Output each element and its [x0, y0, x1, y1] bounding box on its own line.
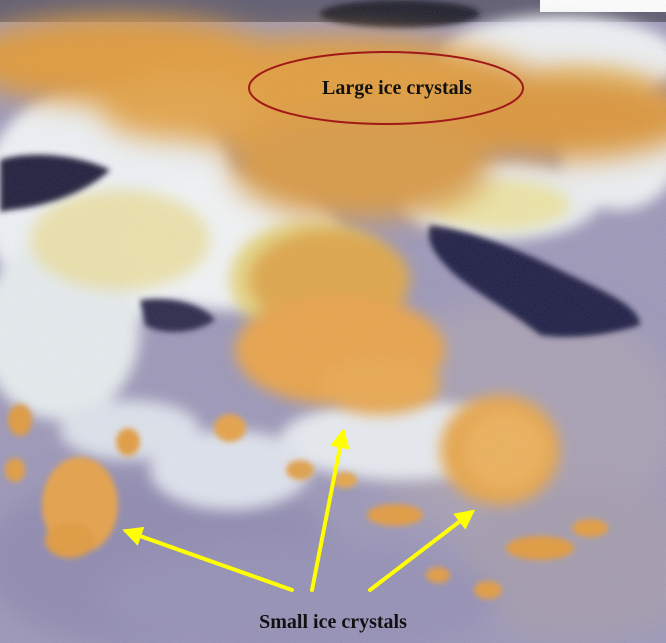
arrow-to-center-plume: [310, 428, 350, 592]
small-ice-crystals-label: Small ice crystals: [259, 611, 407, 633]
small-ice-crystal-arrows: [122, 428, 476, 592]
large-ice-crystals-label: Large ice crystals: [322, 77, 472, 99]
arrow-to-right-cell: [368, 509, 476, 592]
arrow-to-left-cell: [122, 526, 294, 592]
large-ice-crystals-ellipse: [248, 51, 524, 125]
